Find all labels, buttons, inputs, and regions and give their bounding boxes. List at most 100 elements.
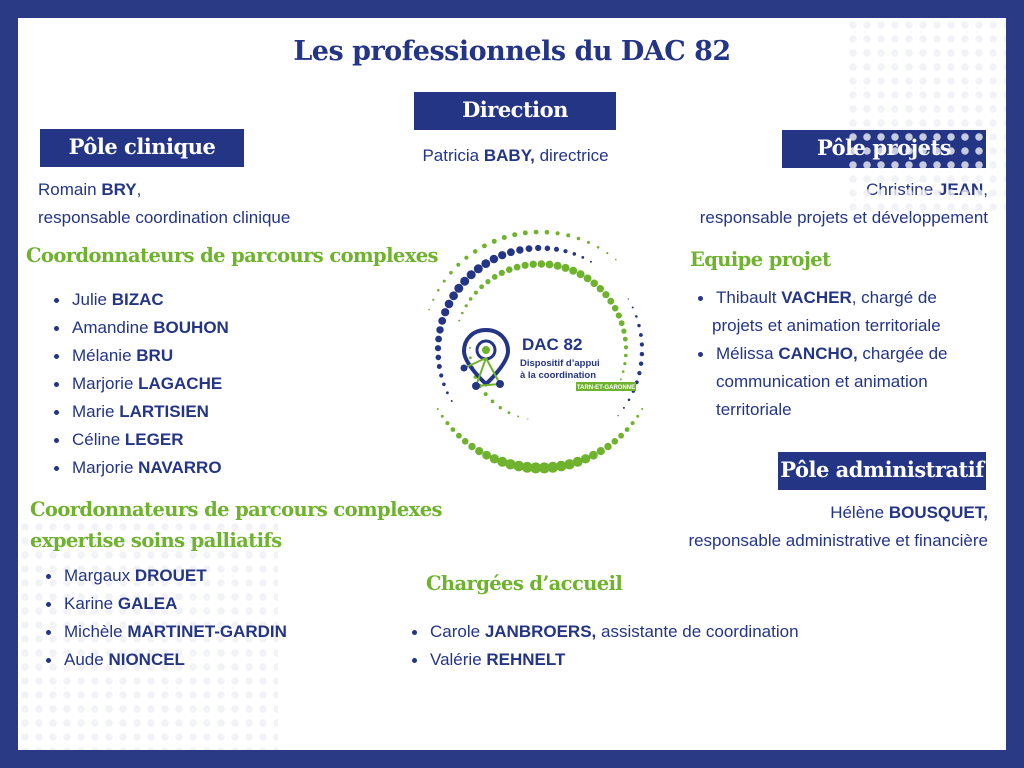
equipe-heading: Equipe projet	[690, 248, 831, 271]
heading-line: Coordonnateurs de parcours complexes	[30, 498, 443, 521]
ring-dot	[639, 351, 645, 357]
ring-dot	[464, 304, 468, 308]
ring-dot	[624, 353, 628, 358]
ring-dot	[505, 459, 516, 470]
pole-projets-header: Pôle projets	[782, 130, 986, 168]
punct: ,	[983, 180, 988, 199]
list-item: Marjorie LAGACHE	[50, 370, 330, 398]
ring-dot	[460, 276, 470, 286]
ring-dot	[606, 252, 609, 255]
ring-dot	[589, 450, 598, 460]
pole-clinique-header: Pôle clinique	[40, 129, 244, 167]
ring-dot	[454, 283, 464, 293]
ring-dot	[464, 255, 469, 260]
ring-dot	[618, 320, 625, 327]
ring-dot	[631, 306, 634, 309]
ring-dot	[533, 229, 539, 235]
ring-dot	[581, 256, 585, 259]
heading-line: expertise soins palliatifs	[30, 529, 282, 552]
list-item: Amandine BOUHON	[50, 314, 330, 342]
last-name: BOUSQUET,	[888, 503, 988, 522]
ring-dot	[439, 373, 444, 378]
dac82-logo: DAC 82 Dispositif d’appui à la coordinat…	[428, 229, 645, 474]
list-item: Céline LEGER	[50, 426, 330, 454]
ring-dot	[483, 392, 488, 397]
ring-dot	[553, 261, 562, 270]
ring-dot	[450, 400, 453, 402]
palliatif-heading: Coordonnateurs de parcours complexes exp…	[30, 494, 450, 556]
ring-dot	[525, 245, 533, 252]
list-item: Carole JANBROERS, assistante de coordina…	[408, 618, 888, 646]
ring-dot	[490, 399, 495, 404]
ring-dot	[449, 291, 458, 301]
ring-dot	[446, 391, 449, 395]
ring-dot	[475, 447, 484, 456]
page-title: Les professionnels du DAC 82	[293, 36, 731, 67]
first-name: Romain	[38, 180, 102, 199]
ring-dot	[469, 356, 472, 360]
ring-dot	[615, 312, 622, 319]
ring-dot	[590, 260, 592, 263]
ring-dot	[615, 258, 617, 261]
pole-administratif-header: Pôle administratif	[778, 452, 986, 490]
ring-dot	[449, 270, 453, 275]
ring-dot	[442, 279, 446, 283]
accueil-heading: Chargées d’accueil	[426, 572, 623, 595]
ring-dot	[456, 262, 461, 267]
ring-dot	[435, 335, 442, 343]
list-item: Mélanie BRU	[50, 342, 330, 370]
ring-dot	[611, 438, 619, 445]
ring-dot	[604, 442, 612, 451]
ring-dot	[607, 297, 615, 305]
logo-tag: TARN-ET-GARONNE	[577, 385, 635, 391]
ring-dot	[516, 246, 524, 254]
ring-dot	[576, 236, 581, 241]
ring-dot	[564, 459, 575, 470]
ring-dot	[436, 326, 444, 334]
ring-dot	[596, 246, 600, 249]
palliatif-list: Margaux DROUET Karine GALEA Michèle MART…	[42, 562, 362, 674]
ring-dot	[621, 370, 625, 373]
ring-dot	[623, 345, 629, 350]
ring-dot	[537, 260, 546, 268]
ring-dot	[458, 319, 461, 322]
ring-dot	[435, 354, 442, 361]
last-name: BRY	[101, 180, 137, 199]
ring-dot	[506, 266, 513, 273]
ring-dot	[580, 454, 591, 464]
ring-dot	[638, 361, 644, 366]
ring-dot	[529, 260, 537, 268]
ring-dot	[617, 415, 619, 417]
ring-dot	[438, 317, 447, 325]
ring-dot	[637, 371, 642, 376]
ring-dot	[563, 249, 568, 254]
ring-dot	[456, 432, 462, 439]
direction-header: Direction	[414, 92, 616, 130]
ring-dot	[498, 251, 507, 260]
ring-dot	[491, 274, 498, 280]
ring-dot	[618, 432, 624, 439]
ring-dot	[473, 290, 478, 295]
role: responsable coordination clinique	[38, 208, 291, 227]
ring-dot	[544, 229, 550, 235]
list-item: Marie LARTISIEN	[50, 398, 330, 426]
ring-dot	[590, 279, 598, 288]
last-name: BABY,	[483, 146, 535, 165]
ring-dot	[485, 279, 491, 285]
list-item: Aude NIONCEL	[42, 646, 362, 674]
list-item: Valérie REHNELT	[408, 646, 888, 674]
ring-dot	[627, 298, 629, 300]
ring-dot	[630, 421, 635, 426]
ring-dot	[547, 461, 559, 473]
ring-dot	[466, 270, 476, 280]
clinique-person: Romain BRY, responsable coordination cli…	[38, 176, 368, 232]
logo-name: DAC 82	[522, 335, 582, 354]
ring-dot	[450, 427, 456, 432]
ring-dot	[555, 460, 567, 472]
first-name: Patricia	[422, 146, 484, 165]
ring-dot	[622, 336, 628, 342]
ring-dot	[513, 460, 525, 472]
ring-dot	[627, 398, 631, 402]
